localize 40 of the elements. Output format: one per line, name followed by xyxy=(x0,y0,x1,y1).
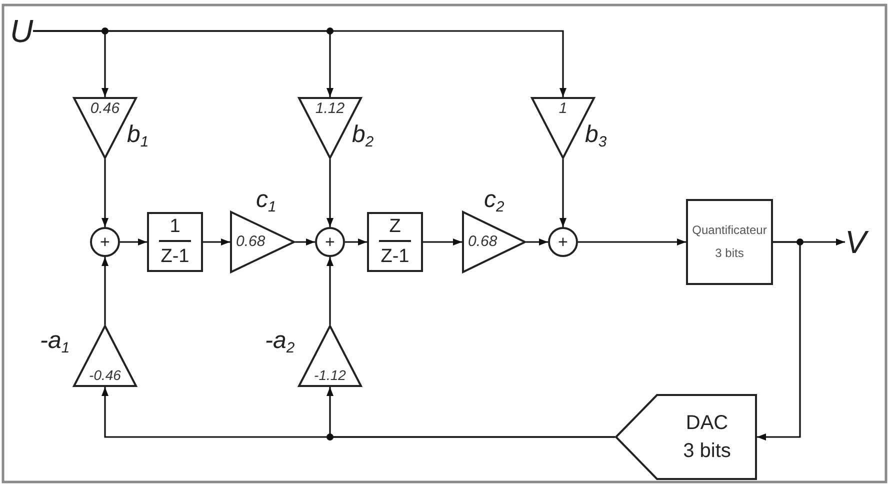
arrow xyxy=(757,241,801,440)
gain-value: 0.68 xyxy=(468,233,498,251)
numerator: Z xyxy=(389,216,401,238)
arrow xyxy=(326,159,334,227)
gain-value: 1 xyxy=(558,100,568,118)
gain-name: b$_{1}$ xyxy=(127,121,149,149)
arrow xyxy=(526,238,548,246)
denominator: Z-1 xyxy=(380,246,410,268)
gain-name: b$_{3}$ xyxy=(585,121,607,149)
plus-sign: + xyxy=(325,234,335,250)
gain-name: -a$_{2}$ xyxy=(265,327,295,355)
gain-name: b$_{2}$ xyxy=(352,121,374,149)
gain-value: 1.12 xyxy=(315,100,345,118)
arrow xyxy=(102,159,108,227)
plus-sign: + xyxy=(558,234,568,250)
gain-value: -0.46 xyxy=(89,366,121,384)
output-label: V xyxy=(845,225,866,259)
arrow xyxy=(295,238,315,246)
dac-label: DAC 3 bits xyxy=(682,411,732,464)
arrow xyxy=(345,238,367,246)
arrow xyxy=(203,238,230,246)
gain-value: 0.46 xyxy=(90,100,120,118)
arrow xyxy=(102,257,108,325)
arrow xyxy=(120,238,147,246)
arrow xyxy=(326,387,615,438)
arrow xyxy=(326,257,334,325)
gain-name: c$_{1}$ xyxy=(256,186,276,214)
arrow xyxy=(578,238,686,246)
arrow xyxy=(560,159,566,227)
gain-value: -1.12 xyxy=(314,366,346,384)
plus-sign: + xyxy=(100,234,110,250)
arrow xyxy=(33,30,566,97)
input-label: U xyxy=(10,14,34,48)
gain-value: 0.68 xyxy=(236,233,266,251)
denominator: Z-1 xyxy=(160,246,190,268)
gain-name: c$_{2}$ xyxy=(484,186,504,214)
numerator: 1 xyxy=(170,216,180,238)
quantizer-label: Quantificateur 3 bits xyxy=(691,222,768,262)
arrow xyxy=(423,238,462,246)
gain-name: -a$_{1}$ xyxy=(40,327,70,355)
